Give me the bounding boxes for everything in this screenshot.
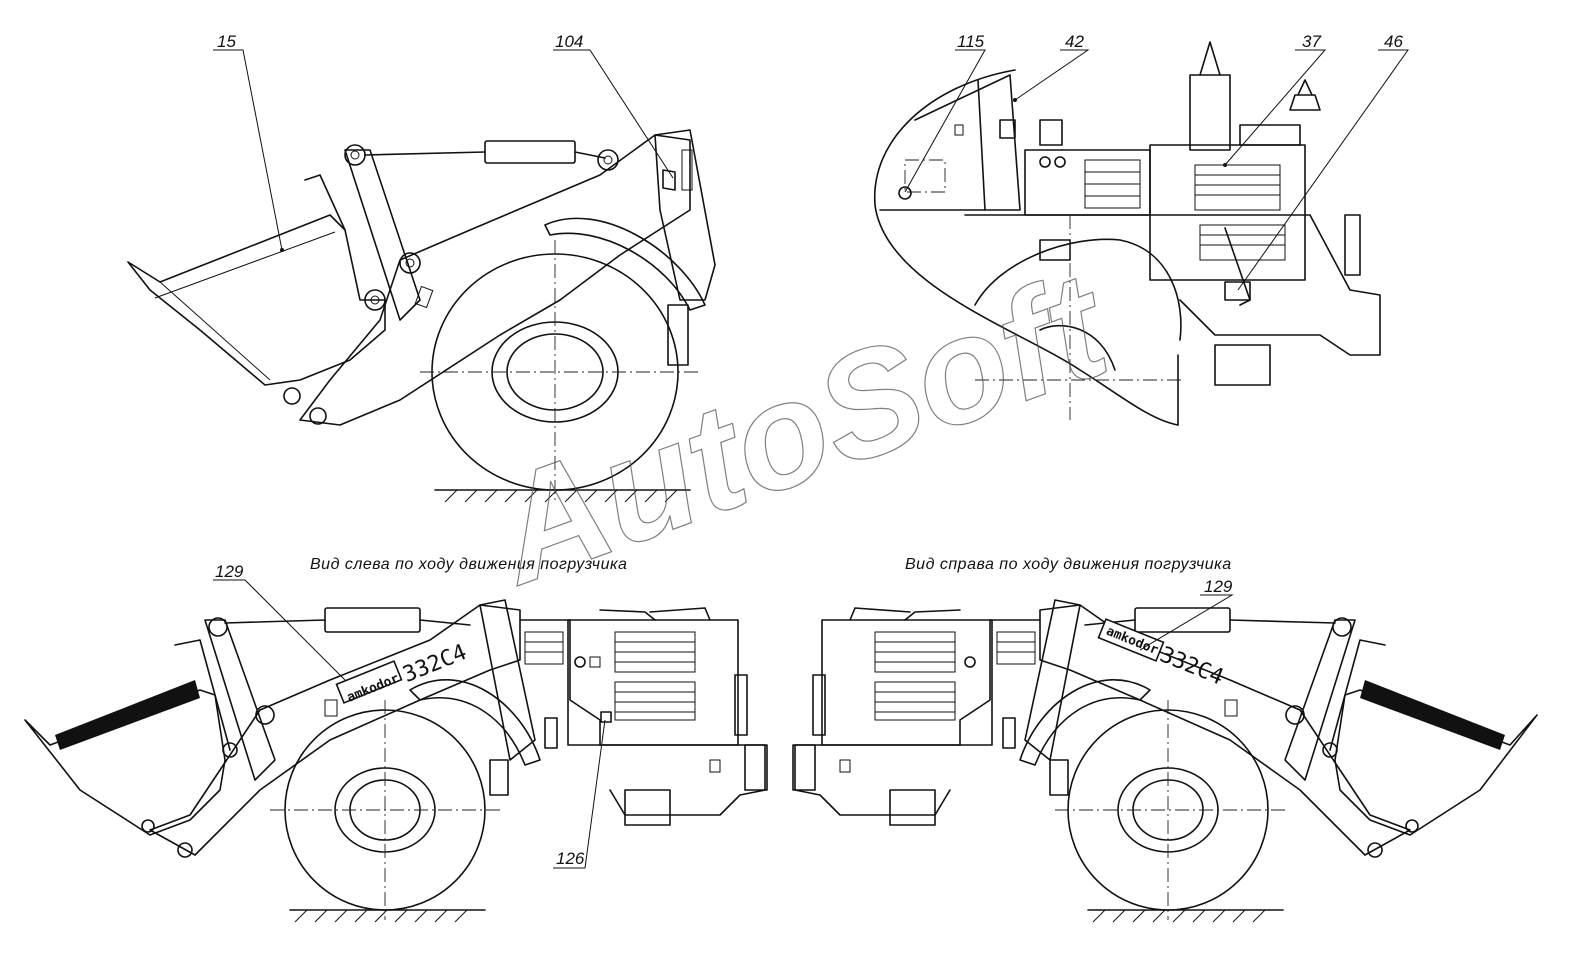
callout-37: 37 xyxy=(1302,32,1321,51)
callout-46: 46 xyxy=(1384,32,1403,51)
callout-129-left: 129 xyxy=(215,562,244,581)
caption-right-view: Вид справа по ходу движения погрузчика xyxy=(905,556,1232,573)
engine-grille-left xyxy=(524,631,696,721)
callout-42: 42 xyxy=(1065,32,1084,51)
brand-decal-right xyxy=(1097,618,1165,662)
callout-15: 15 xyxy=(217,32,236,51)
detail-rear-engine xyxy=(874,41,1381,426)
callout-129-right: 129 xyxy=(1204,577,1233,596)
view-left-side: amkodor 332C4 xyxy=(24,599,768,923)
view-right-side: amkodor 332C4 xyxy=(792,599,1538,923)
model-label-right: 332C4 xyxy=(1156,642,1227,690)
detail-front-loader xyxy=(127,129,716,503)
callout-104: 104 xyxy=(555,32,583,51)
callout-115: 115 xyxy=(957,32,985,51)
brand-decal-left xyxy=(335,660,403,704)
callout-leaders xyxy=(213,49,1409,869)
callout-126: 126 xyxy=(556,849,585,868)
hood-grille-top-right xyxy=(1194,164,1286,261)
ground-hatch-top-left xyxy=(444,489,678,503)
caption-left-view: Вид слева по ходу движения погрузчика xyxy=(310,556,627,573)
bucket-hazard-stripes-left xyxy=(55,680,200,750)
